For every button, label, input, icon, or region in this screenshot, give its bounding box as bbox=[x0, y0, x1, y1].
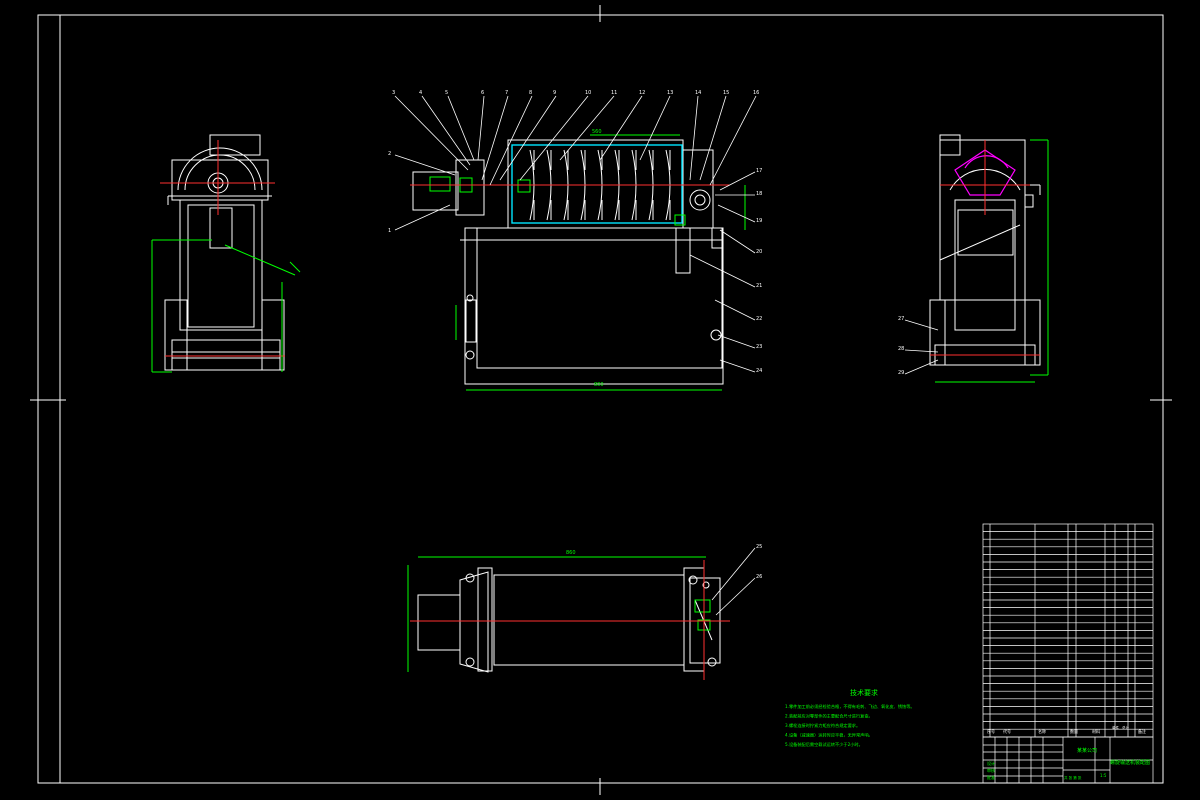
bom-table bbox=[982, 523, 1154, 784]
part-balloon: 15 bbox=[723, 90, 729, 96]
part-balloon: 7 bbox=[505, 90, 508, 96]
part-balloon: 27 bbox=[898, 316, 904, 322]
part-balloon: 20 bbox=[756, 249, 762, 255]
title-block-text: 序号 代号 名称 数量 材料 单件 总计 备注 某某公司 螺旋输送机装配图 1:… bbox=[987, 725, 1150, 780]
scale-value: 1:5 bbox=[1100, 773, 1107, 778]
part-balloon: 6 bbox=[481, 90, 484, 96]
part-balloon: 14 bbox=[695, 90, 701, 96]
sheet-border bbox=[30, 5, 1172, 795]
left-view-dimensions bbox=[151, 239, 301, 373]
part-balloon: 29 bbox=[898, 370, 904, 376]
front-dim-top: 560 bbox=[592, 129, 602, 135]
company-name: 某某公司 bbox=[1077, 748, 1097, 754]
note-line: 4.设备（减速器）运转时应平稳，无异常声响。 bbox=[785, 732, 873, 739]
screen-cylinder bbox=[511, 144, 683, 224]
top-view[interactable] bbox=[417, 567, 721, 673]
drawing-name: 螺旋输送机装配图 bbox=[1110, 759, 1150, 766]
part-balloon: 13 bbox=[667, 90, 673, 96]
bom-header-remark: 备注 bbox=[1138, 728, 1146, 734]
part-balloon: 8 bbox=[529, 90, 532, 96]
part-balloon: 5 bbox=[445, 90, 448, 96]
right-view-dimensions bbox=[935, 139, 1049, 383]
part-balloon: 24 bbox=[756, 368, 762, 374]
part-balloon: 3 bbox=[392, 90, 395, 96]
part-balloon: 9 bbox=[553, 90, 556, 96]
top-view-leaders bbox=[711, 547, 756, 616]
top-dim-top: 860 bbox=[566, 550, 576, 556]
front-view-balloons: 3 4 5 6 7 8 9 10 11 12 13 14 15 16 bbox=[392, 90, 759, 96]
right-view-leaders bbox=[904, 319, 939, 375]
front-view-right-balloons: 17 18 19 20 21 22 23 24 bbox=[756, 168, 762, 374]
part-balloon: 28 bbox=[898, 346, 904, 352]
top-view-balloons: 25 26 bbox=[756, 544, 762, 580]
right-view-balloons: 27 28 29 bbox=[898, 316, 904, 376]
part-balloon: 23 bbox=[756, 344, 762, 350]
part-balloon: 25 bbox=[756, 544, 762, 550]
left-side-view[interactable] bbox=[164, 134, 285, 371]
part-balloon: 17 bbox=[756, 168, 762, 174]
part-balloon: 19 bbox=[756, 218, 762, 224]
technical-notes: 技术要求 1.零件加工前必须经检验合格，不得有毛刺、飞边、氧化皮、锈蚀等。 2.装… bbox=[785, 688, 915, 748]
bom-header-qty: 数量 bbox=[1070, 728, 1078, 734]
front-view-leaders bbox=[394, 95, 757, 373]
notes-title: 技术要求 bbox=[850, 688, 878, 697]
note-line: 5.设备装配后需空载试运转不少于2小时。 bbox=[785, 741, 863, 748]
part-balloon: 10 bbox=[585, 90, 591, 96]
front-dim-bottom: 800 bbox=[594, 382, 604, 388]
designer-label: 设计 bbox=[987, 760, 995, 766]
sheet-label: 共 张 第 张 bbox=[1064, 775, 1082, 780]
part-balloon: 2 bbox=[388, 151, 391, 157]
bom-header-name: 名称 bbox=[1038, 728, 1046, 734]
front-view-left-balloons: 21 bbox=[388, 151, 391, 234]
part-balloon: 12 bbox=[639, 90, 645, 96]
part-balloon: 4 bbox=[419, 90, 422, 96]
bom-header-unit: 单件 bbox=[1112, 725, 1120, 730]
part-balloon: 11 bbox=[611, 90, 617, 96]
part-balloon: 18 bbox=[756, 191, 762, 197]
part-balloon: 16 bbox=[753, 90, 759, 96]
approve-label: 批准 bbox=[987, 774, 995, 780]
bom-header-no: 序号 bbox=[987, 728, 995, 734]
left-view-centerlines bbox=[160, 140, 285, 357]
part-balloon: 21 bbox=[756, 283, 762, 289]
part-balloon: 1 bbox=[388, 228, 391, 234]
front-view[interactable] bbox=[412, 139, 724, 385]
bom-header-code: 代号 bbox=[1003, 728, 1011, 734]
bom-header-material: 材料 bbox=[1092, 728, 1100, 734]
note-line: 2.装配前应对零部件的主要配合尺寸进行复查。 bbox=[785, 713, 873, 720]
checker-label: 审核 bbox=[987, 767, 995, 773]
note-line: 1.零件加工前必须经检验合格，不得有毛刺、飞边、氧化皮、锈蚀等。 bbox=[785, 703, 915, 710]
top-view-centerline bbox=[410, 560, 730, 680]
part-balloon: 26 bbox=[756, 574, 762, 580]
part-balloon: 22 bbox=[756, 316, 762, 322]
note-line: 3.螺栓连接时拧紧力矩应符合规定要求。 bbox=[785, 722, 860, 729]
right-view-centerlines bbox=[930, 140, 1040, 356]
bom-header-total: 总计 bbox=[1122, 725, 1130, 730]
right-view-hidden-feed-hopper bbox=[954, 149, 1016, 196]
top-view-green-parts bbox=[407, 556, 711, 672]
